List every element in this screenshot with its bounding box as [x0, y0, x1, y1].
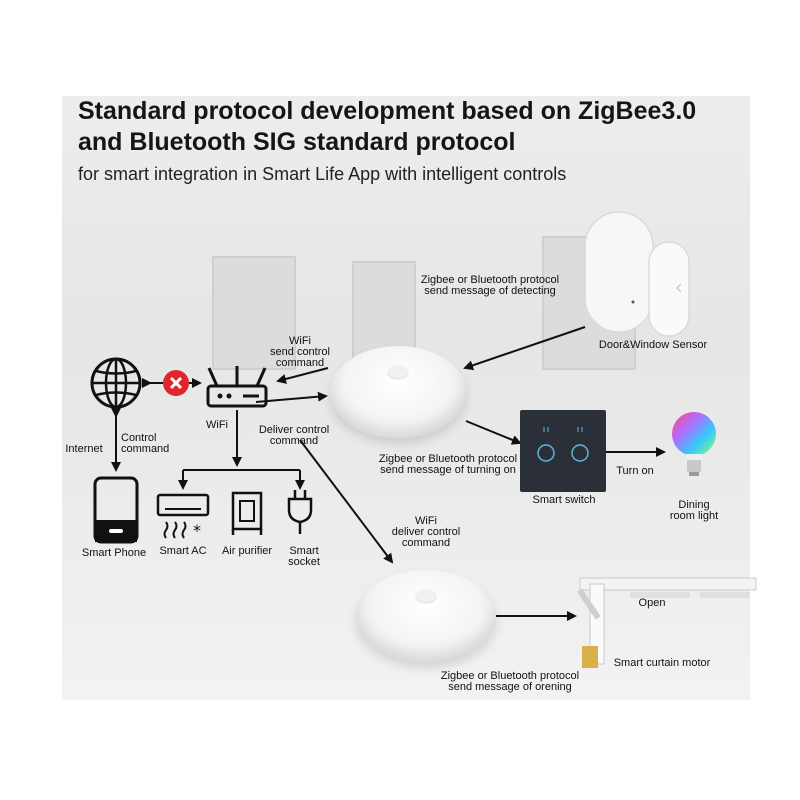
smart-phone-label: Smart Phone	[74, 548, 154, 559]
hub-button-bottom	[416, 590, 436, 602]
gateway-hub-bottom	[356, 570, 496, 662]
turn-on-label: Turn on	[610, 466, 660, 477]
wifi-deliver-label: WiFi deliver control command	[376, 516, 476, 549]
door-window-sensor	[585, 212, 689, 336]
hub-to-switch-arrow	[466, 421, 520, 443]
detect-protocol-label: Zigbee or Bluetooth protocol send messag…	[400, 275, 580, 297]
wifi-send-label: WiFi send control command	[260, 336, 340, 369]
air-purifier-label: Air purifier	[214, 546, 280, 557]
wifi-label: WiFi	[199, 420, 235, 431]
opening-protocol-label: Zigbee or Bluetooth protocol send messag…	[420, 671, 600, 693]
phone-icon	[95, 478, 137, 542]
smart-socket-label: Smart socket	[280, 546, 328, 568]
hub-button-top	[388, 366, 408, 378]
dining-light-label: Dining room light	[656, 500, 732, 522]
open-label: Open	[632, 598, 672, 609]
curtain-motor-label: Smart curtain motor	[602, 658, 722, 669]
deliver-control-label: Deliver control command	[244, 425, 344, 447]
router-icon	[208, 366, 266, 406]
smart-ac-label: Smart AC	[152, 546, 214, 557]
svg-text:*: *	[193, 521, 201, 540]
internet-label: Internet	[60, 444, 108, 455]
hub-to-router-arrow	[278, 368, 328, 381]
gateway-hub-top	[330, 346, 466, 438]
air-conditioner-icon: *	[158, 495, 208, 540]
turning-protocol-label: Zigbee or Bluetooth protocol send messag…	[360, 454, 536, 476]
light-bulb-icon	[672, 412, 716, 476]
smart-switch-label: Smart switch	[524, 495, 604, 506]
curtain-motor	[580, 578, 756, 668]
control-command-label: Control command	[121, 433, 181, 455]
smart-switch-panel	[520, 410, 606, 492]
plug-icon	[289, 490, 311, 534]
door-sensor-label: Door&Window Sensor	[588, 340, 718, 351]
air-purifier-icon	[233, 493, 261, 535]
globe-icon	[92, 359, 140, 407]
sensor-to-hub-arrow	[465, 327, 585, 368]
blocked-x-icon	[163, 370, 189, 396]
